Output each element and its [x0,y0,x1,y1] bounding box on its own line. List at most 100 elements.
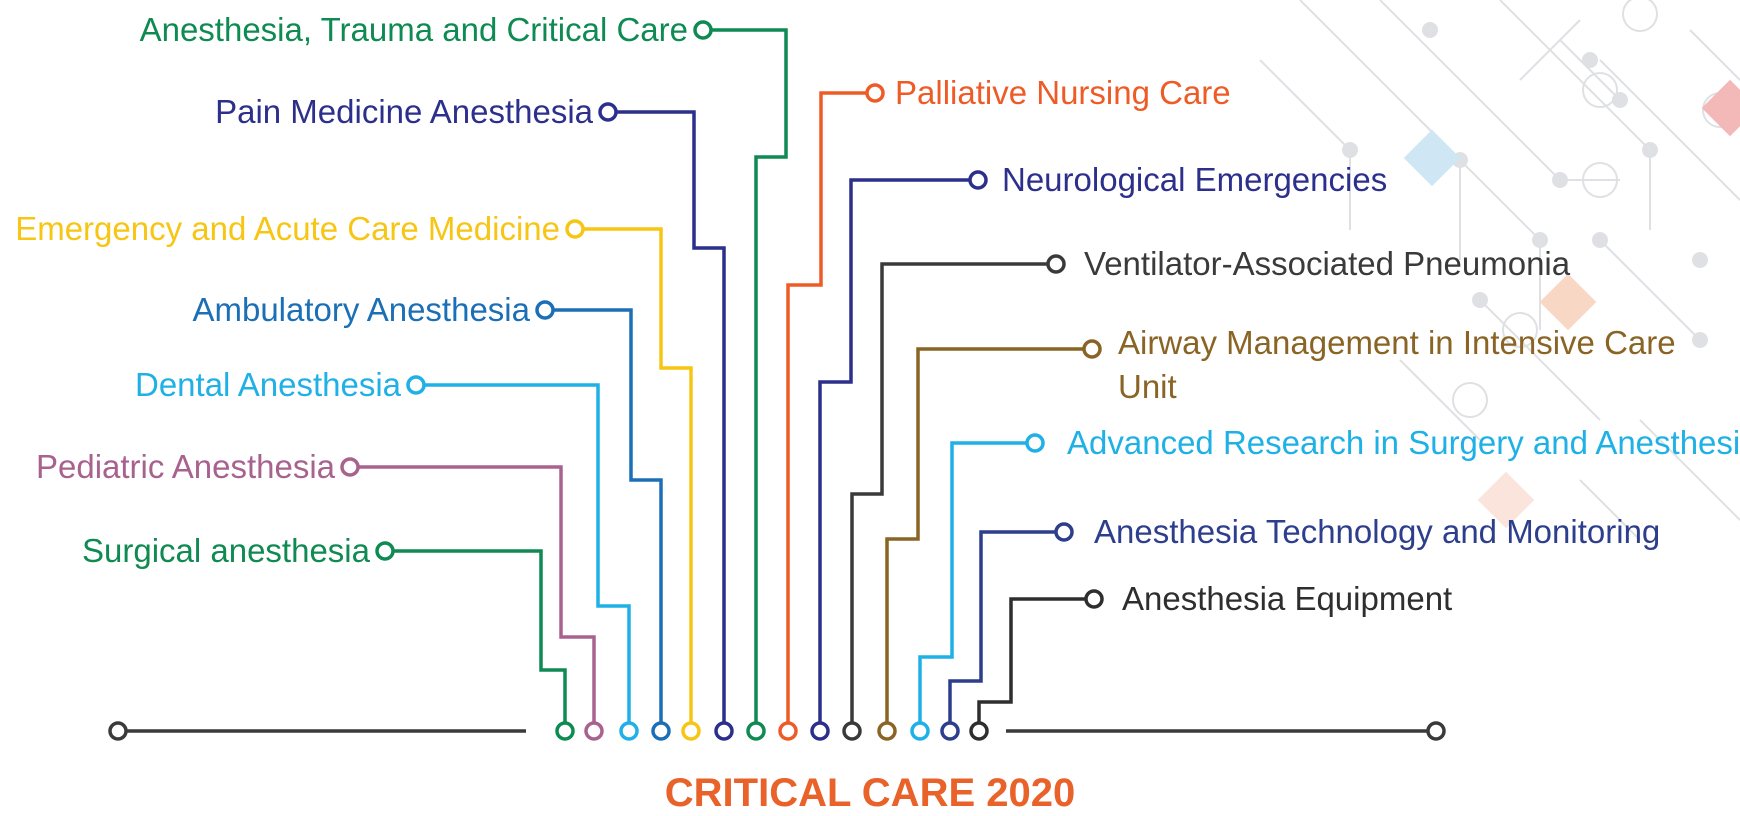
pattern-diamond [1701,79,1740,137]
branch-end-node [565,219,585,239]
trunk-end-left [108,721,128,741]
branch-label: Anesthesia, Trauma and Critical Care [139,11,688,48]
pattern-ring [1502,312,1538,348]
branch-4 [535,300,671,741]
branch-label: Dental Anesthesia [134,366,401,403]
branch-3 [406,375,639,741]
pattern-node [1472,292,1488,308]
branch-wire [393,549,567,723]
branch-root-node [555,721,575,741]
pattern-diamond [1539,273,1597,331]
pattern-node [1422,22,1438,38]
branch-root-node [842,721,862,741]
branch-2 [340,457,604,741]
branch-label: Neurological Emergencies [1002,161,1388,198]
branch-wire [616,110,726,723]
pattern-node [1552,172,1568,188]
branch-root-node [746,721,766,741]
branch-wire [358,465,596,723]
pattern-trace [1599,239,1701,341]
pattern-ring [1452,382,1488,418]
branch-root-node [969,721,989,741]
branch-5 [565,219,701,741]
branch-7 [693,20,788,741]
pattern-ring [1582,72,1618,108]
branch-8 [778,83,885,741]
pattern-trace [1559,39,1621,101]
pattern-node [1612,92,1628,108]
branch-root-node [810,721,830,741]
branch-label: Emergency and Acute Care Medicine [15,210,560,247]
branch-wire [711,28,788,723]
branch-wire [885,347,1084,723]
pattern-node [1532,232,1548,248]
branch-root-node [714,721,734,741]
branch-label: Anesthesia Equipment [1122,580,1453,617]
branch-end-node [1082,339,1102,359]
branch-end-node [535,300,555,320]
branch-wire [583,227,693,723]
pattern-trace [1519,19,1581,81]
branch-12 [910,433,1045,741]
pattern-diamond [1477,471,1535,529]
pattern-trace [1479,299,1601,421]
pattern-trace [1379,0,1561,181]
diagram-title: CRITICAL CARE 2020 [664,771,1076,815]
branch-end-node [1054,522,1074,542]
branch-label: Surgical anesthesia [81,532,370,569]
branch-label: Anesthesia Technology and Monitoring [1094,513,1661,550]
branch-end-node [340,457,360,477]
branch-wire [918,441,1027,723]
branch-end-node [598,102,618,122]
branch-wire [553,308,663,723]
branch-label: Airway Management in Intensive Care Unit [1118,324,1676,405]
branch-wire [818,178,970,723]
branch-wire [977,597,1086,723]
branch-label: Ambulatory Anesthesia [192,291,530,328]
branch-root-node [651,721,671,741]
pattern-trace [1639,419,1740,521]
branch-root-node [681,721,701,741]
branch-label: Advanced Research in Surgery and Anesthe… [1067,424,1740,461]
branch-end-node [1084,589,1104,609]
pattern-trace [1499,0,1651,151]
branch-10 [842,254,1066,741]
branch-label: Palliative Nursing Care [895,74,1231,111]
pattern-node [1582,52,1598,68]
branch-end-node [693,20,713,40]
branch-11 [877,339,1102,741]
branch-root-node [619,721,639,741]
branch-end-node [1046,254,1066,274]
pattern-ring [1582,162,1618,198]
branch-13 [940,522,1074,741]
branch-wire [786,91,867,723]
pattern-trace [1599,59,1740,201]
branch-end-node [406,375,426,395]
branch-wire [850,262,1048,723]
pattern-trace [1259,59,1351,151]
branch-label: Pediatric Anesthesia [35,448,335,485]
branch-9 [810,170,988,741]
branch-end-node [375,541,395,561]
pattern-trace [1399,359,1481,441]
branch-label: Ventilator-Associated Pneumonia [1084,245,1571,282]
pattern-node [1592,232,1608,248]
branch-wire [424,383,631,723]
pattern-ring [1622,0,1658,32]
pattern-trace [1579,479,1641,541]
pattern-trace [1689,29,1740,81]
branch-label: Pain Medicine Anesthesia [215,93,593,130]
pattern-node [1342,142,1358,158]
branch-root-node [877,721,897,741]
branch-root-node [584,721,604,741]
branch-14 [969,589,1104,741]
pattern-diamond [1403,129,1461,187]
branch-end-node [968,170,988,190]
branch-6 [598,102,734,741]
branch-end-node [865,83,885,103]
pattern-node [1692,332,1708,348]
branch-root-node [940,721,960,741]
